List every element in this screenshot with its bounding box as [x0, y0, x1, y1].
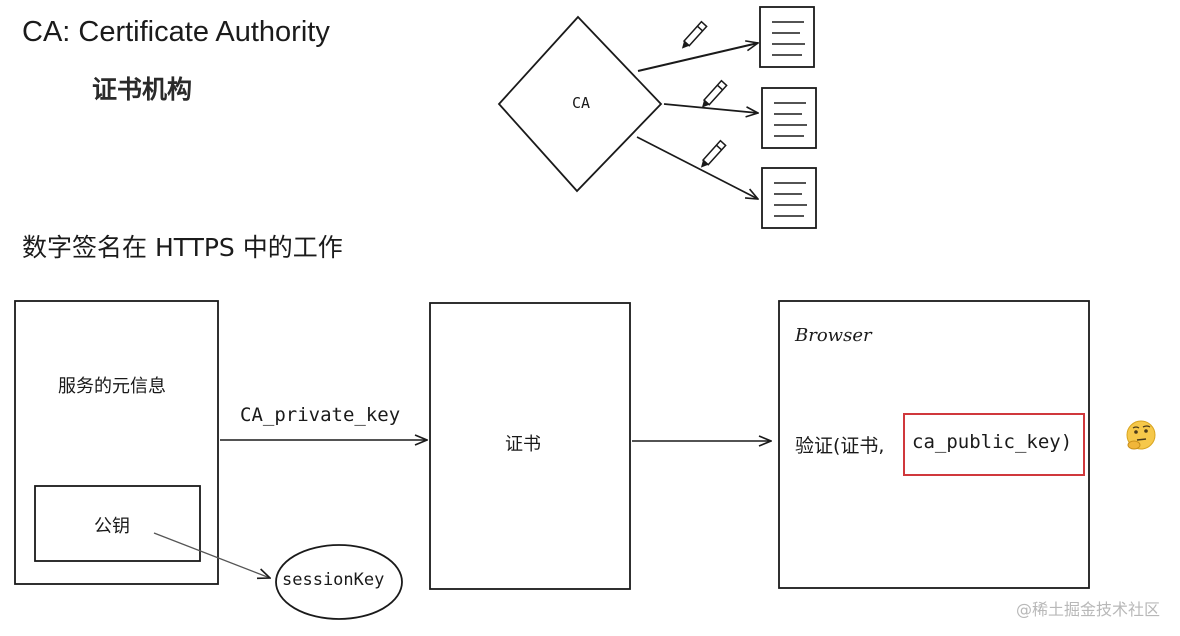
server-meta-label: 服务的元信息 — [58, 376, 166, 397]
page-title: CA: Certificate Authority — [22, 16, 330, 48]
ca-arrow-2 — [663, 103, 758, 113]
pen-icon — [681, 20, 708, 49]
ca-public-key-label: ca_public_key) — [912, 431, 1073, 453]
browser-box — [778, 300, 1090, 589]
ca-arrow-1 — [637, 43, 758, 72]
thinking-face-icon — [1126, 420, 1156, 450]
public-key-highlight — [903, 413, 1085, 476]
server-meta-box — [14, 300, 219, 585]
section-title: 数字签名在 HTTPS 中的工作 — [22, 233, 343, 262]
browser-title: Browser — [795, 325, 872, 346]
public-key-label: 公钥 — [94, 516, 130, 537]
ca-diamond — [497, 15, 663, 193]
verify-prefix: 验证(证书, — [795, 435, 885, 457]
document-icon — [761, 167, 817, 229]
ca-node-label: CA — [572, 94, 591, 112]
ca-arrow-3 — [636, 136, 758, 199]
session-key-label: sessionKey — [282, 570, 385, 590]
watermark: @稀土掘金技术社区 — [1015, 600, 1160, 619]
session-arrow — [153, 532, 270, 578]
document-icon — [759, 6, 815, 68]
public-key-box — [34, 485, 201, 562]
document-icon — [761, 87, 817, 149]
pen-icon — [700, 139, 727, 168]
page-subtitle: 证书机构 — [92, 75, 193, 104]
ca-private-key-label: CA_private_key — [240, 404, 401, 426]
session-key-ellipse — [275, 544, 403, 620]
pen-icon — [701, 79, 728, 108]
certificate-box — [429, 302, 631, 590]
certificate-label: 证书 — [505, 434, 541, 455]
